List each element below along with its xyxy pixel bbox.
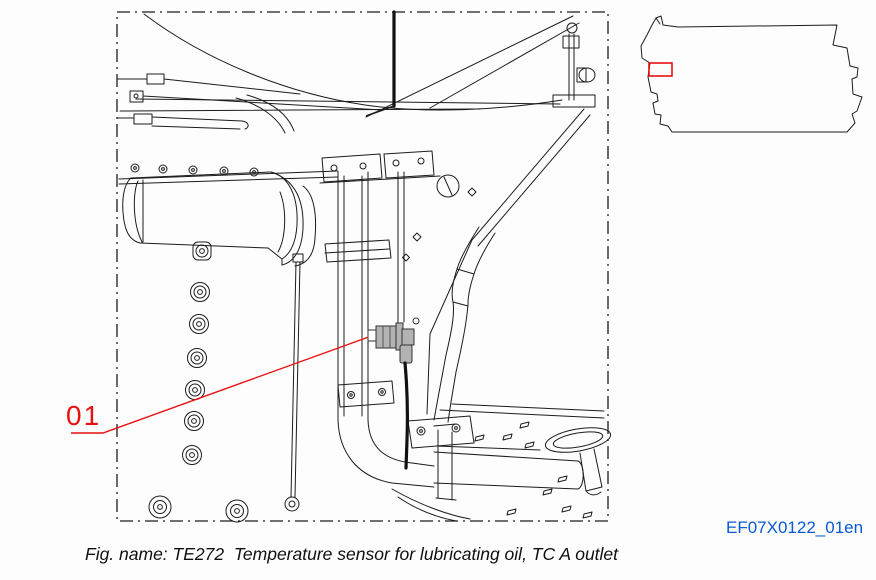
bolt-holes (474, 421, 593, 519)
figure-code: EF07X0122_01en (726, 518, 864, 537)
cover-plate (122, 171, 317, 267)
engine-outline-thumbnail (640, 15, 863, 133)
engine-front-drawing (117, 10, 612, 523)
callout-leader-arrow (71, 330, 386, 434)
zoom-region-marker (648, 62, 673, 77)
figure-caption: Fig. name: TE272 Temperature sensor for … (85, 544, 619, 564)
callout-label-01: 01 (66, 400, 102, 431)
temperature-sensor-icon (367, 317, 420, 470)
plug-bolts-column (148, 282, 249, 523)
